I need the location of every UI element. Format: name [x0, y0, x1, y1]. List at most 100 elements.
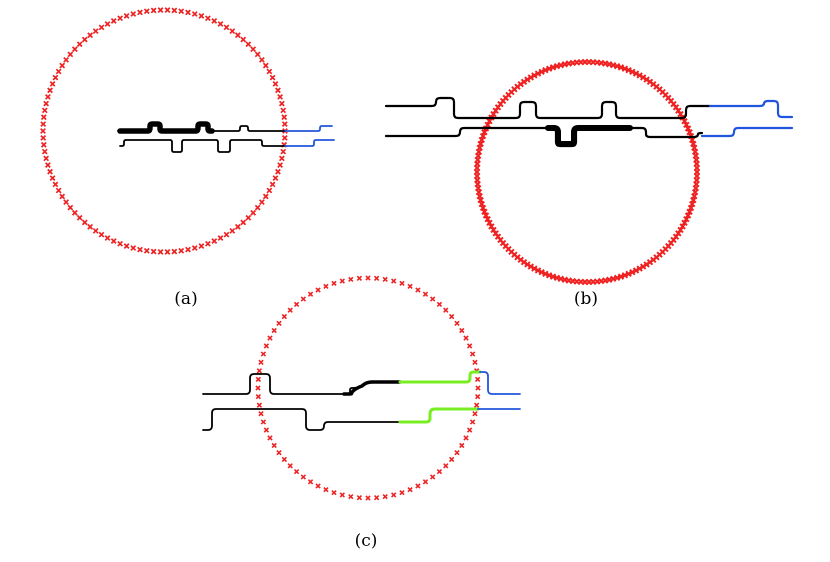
circle-marker: [479, 204, 487, 212]
circle-marker: [617, 64, 625, 71]
circle-marker: [448, 313, 455, 320]
circle-marker: [104, 235, 111, 241]
circle-marker: [150, 7, 157, 14]
circle-marker: [254, 204, 261, 211]
circle-marker: [315, 483, 321, 489]
circle-marker: [255, 376, 262, 383]
circle-marker: [191, 245, 198, 251]
circle-marker: [356, 275, 363, 282]
circle-marker: [339, 278, 345, 284]
circle-marker: [636, 72, 643, 79]
circle-marker: [463, 435, 469, 441]
circle-marker: [278, 100, 285, 107]
circle-marker: [81, 219, 88, 226]
circle-marker: [47, 168, 53, 175]
circle-marker: [490, 226, 497, 234]
circle-marker: [436, 468, 443, 475]
circle-marker: [123, 243, 130, 249]
circle-marker: [632, 267, 640, 274]
circle-marker: [277, 162, 284, 168]
circle-marker: [531, 72, 538, 79]
circle-marker: [466, 343, 473, 349]
circle-marker: [204, 240, 211, 247]
panel-c: (c): [202, 275, 521, 551]
circle-marker: [348, 276, 354, 283]
circle-marker: [275, 87, 281, 94]
circle-marker: [300, 296, 307, 302]
circle-marker: [373, 275, 380, 282]
circle-marker: [477, 140, 484, 148]
circle-marker: [280, 148, 287, 155]
circle-marker: [150, 248, 157, 255]
circle-marker: [436, 301, 443, 308]
circle-marker: [255, 385, 261, 391]
circle-marker: [240, 219, 247, 226]
circle-marker: [448, 456, 455, 463]
panel-c-lower-highlight: [398, 407, 480, 424]
circle-marker: [258, 199, 265, 206]
circle-marker: [683, 215, 690, 223]
panel-b-caption: (b): [574, 289, 598, 309]
circle-marker: [481, 129, 488, 136]
circle-marker: [443, 463, 449, 469]
circle-marker: [443, 307, 449, 313]
circle-marker: [271, 327, 277, 334]
panel-b: (b): [384, 58, 794, 309]
circle-marker: [280, 107, 287, 114]
circle-marker: [277, 94, 284, 100]
circle-marker: [262, 62, 269, 69]
circle-marker: [689, 200, 696, 208]
panel-b-lower-tail: [700, 126, 794, 138]
circle-marker: [254, 51, 261, 58]
circle-marker: [538, 68, 545, 75]
circle-marker: [527, 74, 535, 81]
circle-marker: [43, 155, 50, 162]
circle-marker: [258, 359, 264, 365]
circle-marker: [281, 121, 288, 127]
circle-marker: [613, 62, 621, 70]
circle-marker: [157, 249, 164, 255]
circle-marker: [681, 219, 688, 227]
circle-marker: [689, 136, 696, 144]
circle-marker: [481, 208, 488, 215]
panel-b-lower-trace: [384, 126, 704, 148]
circle-marker: [454, 449, 460, 456]
circle-marker: [281, 456, 288, 463]
circle-marker: [281, 114, 288, 121]
panel-b-upper-tail: [708, 99, 794, 119]
circle-marker: [534, 267, 542, 274]
circle-marker: [625, 270, 632, 278]
panel-c-upper-bold: [342, 380, 402, 396]
panel-c-circle: [255, 275, 481, 501]
circle-marker: [549, 273, 557, 280]
circle-marker: [553, 274, 561, 282]
circle-marker: [171, 248, 178, 255]
circle-marker: [41, 148, 48, 155]
circle-marker: [267, 335, 273, 341]
circle-marker: [636, 265, 643, 272]
circle-marker: [198, 243, 205, 249]
circle-marker: [276, 320, 282, 327]
circle-marker: [41, 107, 48, 114]
circle-marker: [130, 11, 137, 17]
circle-marker: [250, 46, 257, 53]
circle-marker: [621, 272, 629, 279]
circle-marker: [422, 291, 429, 297]
circle-marker: [40, 114, 47, 121]
circle-marker: [117, 15, 124, 22]
circle-marker: [391, 492, 397, 498]
circle-marker: [59, 62, 66, 69]
circle-marker: [407, 283, 413, 290]
panel-b-lower-highlight: [545, 125, 633, 147]
circle-marker: [49, 80, 56, 87]
circle-marker: [542, 66, 549, 74]
circle-marker: [278, 155, 285, 162]
circle-marker: [687, 204, 695, 212]
circle-marker: [171, 7, 178, 14]
circle-marker: [469, 351, 476, 357]
circle-marker: [59, 193, 66, 200]
panel-c-caption: (c): [355, 531, 378, 551]
circle-marker: [684, 212, 692, 219]
panel-a-lower-trace: [119, 139, 286, 153]
circle-marker: [287, 307, 293, 313]
